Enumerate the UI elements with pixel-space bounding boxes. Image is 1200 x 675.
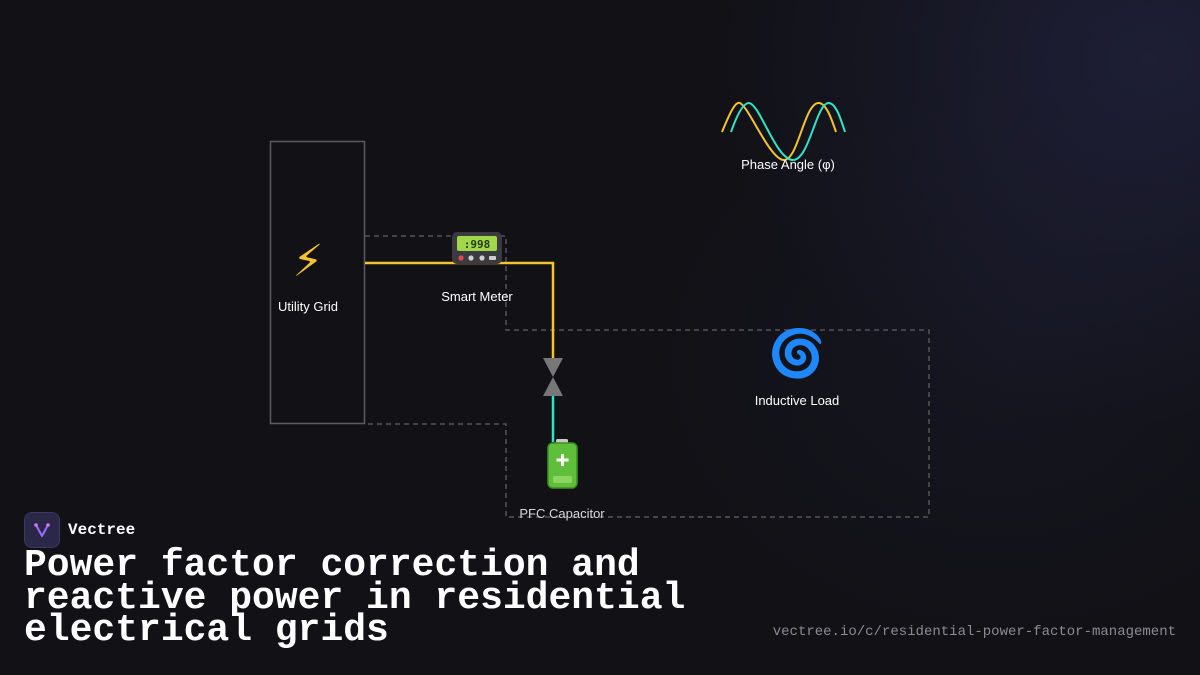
brand[interactable]: Vectree xyxy=(24,512,135,548)
lightning-bolt-icon: ⚡ xyxy=(293,236,324,287)
svg-text::998: :998 xyxy=(464,238,491,251)
valve-symbol xyxy=(543,358,563,396)
page-title: Power factor correction and reactive pow… xyxy=(24,544,686,652)
battery-icon xyxy=(547,439,578,489)
inductive-load-label: Inductive Load xyxy=(755,393,840,408)
smart-meter-label: Smart Meter xyxy=(441,289,513,304)
pfc-capacitor-label: PFC Capacitor xyxy=(519,506,605,521)
pager-icon: :998 xyxy=(452,232,502,264)
power-line xyxy=(365,261,555,360)
dashed-group-meter xyxy=(365,235,930,518)
utility-grid-label: Utility Grid xyxy=(278,299,338,314)
phase-angle-label: Phase Angle (φ) xyxy=(741,157,835,172)
cyclone-icon: 🌀 xyxy=(768,325,825,380)
utility-grid-box[interactable] xyxy=(269,140,366,425)
page-url[interactable]: vectree.io/c/residential-power-factor-ma… xyxy=(772,624,1176,640)
vectree-logo-icon xyxy=(24,512,60,548)
sine-wave-b xyxy=(730,101,846,162)
brand-name: Vectree xyxy=(68,521,136,539)
sine-wave-a xyxy=(721,101,837,162)
